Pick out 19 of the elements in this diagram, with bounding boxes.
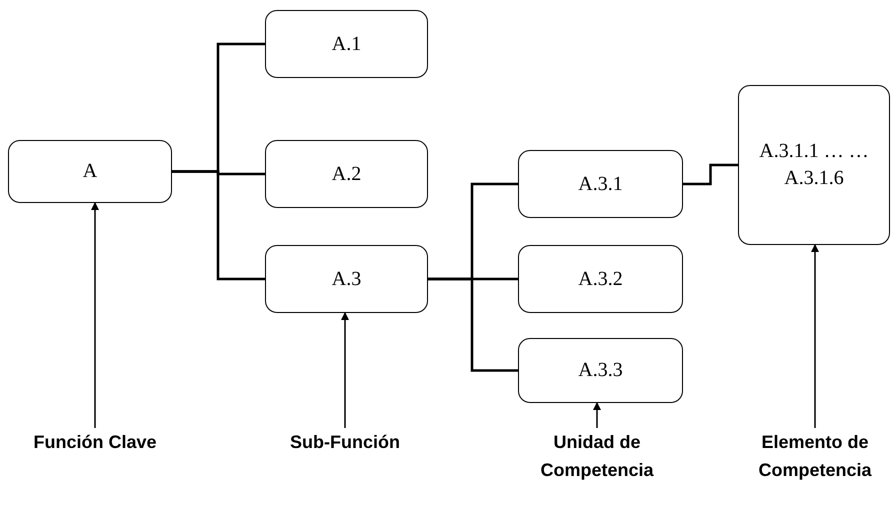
connector-line bbox=[428, 278, 518, 372]
rounded-box: A.3.1.1 … … A.3.1.6 bbox=[738, 85, 890, 245]
arrow bbox=[811, 244, 819, 428]
connector-line bbox=[172, 170, 265, 280]
rounded-box: A.3 bbox=[265, 245, 428, 313]
level-label: Elemento de Competencia bbox=[750, 428, 880, 484]
level-label: Sub-Función bbox=[275, 428, 415, 454]
rounded-box: A.1 bbox=[265, 10, 428, 78]
arrow bbox=[91, 202, 99, 428]
rounded-box: A bbox=[8, 140, 172, 203]
level-label: Unidad de Competencia bbox=[532, 428, 662, 484]
rounded-box: A.3.2 bbox=[518, 245, 683, 313]
connector-line bbox=[683, 164, 738, 186]
arrow bbox=[593, 402, 601, 428]
rounded-box: A.3.1 bbox=[518, 150, 683, 218]
rounded-box: A.2 bbox=[265, 140, 428, 208]
arrow bbox=[341, 312, 349, 428]
level-label: Función Clave bbox=[20, 428, 170, 454]
rounded-box: A.3.3 bbox=[518, 338, 683, 403]
